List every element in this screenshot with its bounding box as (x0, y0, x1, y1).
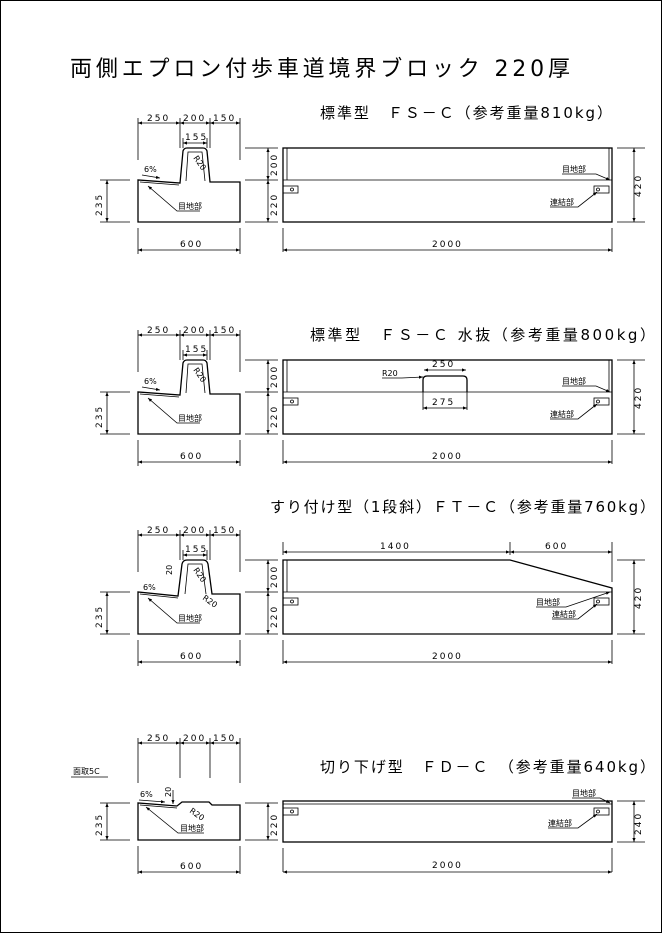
slope-label: 6% (140, 790, 153, 799)
section-standard-drain: 標準型 ＦＳ－Ｃ 水抜（参考重量800kg） 250 200 150 155 2… (95, 326, 655, 466)
dim-h-left: 235 (95, 193, 105, 216)
step-label: 20 (165, 565, 174, 575)
dim-notch-top: 250 (432, 360, 455, 370)
dim-length: 2000 (432, 452, 463, 462)
dim-length: 2000 (432, 861, 463, 871)
dim-w3: 150 (213, 734, 236, 744)
dim-taper: 600 (545, 542, 568, 552)
section-transition: すり付け型（1段斜）ＦＴ－Ｃ（参考重量760kg） 250 200 150 15… (95, 498, 655, 666)
dim-w3: 150 (213, 326, 236, 336)
section-subtitle: 切り下げ型 ＦＤ－Ｃ （参考重量640kg） (320, 758, 655, 776)
drawing-title: 両側エプロン付歩車道境界ブロック 220厚 (70, 57, 570, 82)
dim-w1: 250 (147, 326, 170, 336)
joint-label: 目地部 (536, 597, 560, 607)
dim-h-bot: 220 (270, 605, 280, 628)
step-label: 20 (164, 787, 173, 797)
block-profile (137, 559, 241, 635)
dim-width: 600 (180, 862, 203, 872)
connection-pocket-right (593, 185, 610, 194)
joint-label: 目地部 (178, 413, 202, 423)
dim-h-top: 200 (270, 565, 280, 588)
cross-section: 面取5C 250 200 150 235 220 600 6% 20 R20 目… (71, 734, 280, 874)
connection-pocket-left (282, 397, 299, 406)
dim-width: 600 (180, 240, 203, 250)
section-subtitle: すり付け型（1段斜）ＦＴ－Ｃ（参考重量760kg） (270, 498, 655, 516)
cross-section: 250 200 150 155 235 200 220 600 6% R20 目… (95, 114, 280, 254)
dim-width: 600 (180, 652, 203, 662)
dim-height: 420 (634, 586, 644, 609)
dim-h-left: 235 (95, 813, 105, 836)
block-profile (137, 359, 241, 435)
dim-length: 2000 (432, 240, 463, 250)
connection-label: 連結部 (548, 818, 572, 828)
section-lowered: 切り下げ型 ＦＤ－Ｃ （参考重量640kg） 面取5C 250 200 150 … (71, 734, 655, 874)
radius-label: R20 (191, 566, 207, 584)
dim-w2: 200 (183, 734, 206, 744)
dim-h-bot: 220 (270, 813, 280, 836)
block-profile (137, 147, 241, 223)
slope-label: 6% (144, 377, 157, 386)
joint-label: 目地部 (178, 201, 202, 211)
connection-label: 連結部 (550, 197, 574, 207)
connection-pocket-left (282, 597, 299, 606)
elevation-view: 250 275 R20 420 2000 目地部 連結部 (282, 359, 645, 464)
connection-label: 連結部 (550, 409, 574, 419)
connection-label: 連結部 (552, 609, 576, 619)
cross-section: 250 200 150 155 235 200 220 600 6% 20 R2… (95, 526, 280, 666)
dim-height: 420 (634, 174, 644, 197)
dim-width: 600 (180, 452, 203, 462)
chamfer-label: 面取5C (73, 767, 100, 776)
dim-h-bot: 220 (270, 405, 280, 428)
dim-height: 420 (634, 386, 644, 409)
section-standard: 標準型 ＦＳ－Ｃ（参考重量810kg） 250 200 150 155 235 … (95, 104, 645, 254)
dim-w1: 250 (147, 734, 170, 744)
notch-radius-label: R20 (382, 369, 398, 378)
dim-inner: 155 (185, 545, 208, 555)
dim-inner: 155 (185, 345, 208, 355)
radius-label: R20 (191, 366, 207, 384)
elevation-view: 1400 600 420 2000 目地部 連結部 (282, 542, 645, 664)
dim-w3: 150 (213, 526, 236, 536)
connection-pocket-right (593, 597, 610, 606)
dim-notch-bottom: 275 (432, 398, 455, 408)
dim-h-left: 235 (95, 405, 105, 428)
joint-label: 目地部 (180, 823, 204, 833)
joint-label: 目地部 (572, 788, 596, 798)
dim-length: 2000 (432, 652, 463, 662)
dim-w3: 150 (213, 114, 236, 124)
dim-w2: 200 (183, 114, 206, 124)
block-profile (137, 801, 241, 841)
elevation-view: 420 2000 目地部 連結部 (282, 147, 645, 252)
joint-label: 目地部 (562, 164, 586, 174)
dim-h-top: 200 (270, 153, 280, 176)
radius-label-lower: R20 (201, 593, 219, 609)
slope-label: 6% (144, 165, 157, 174)
dim-inner: 155 (185, 133, 208, 143)
dim-h-top: 200 (270, 365, 280, 388)
dim-w2: 200 (183, 326, 206, 336)
radius-label: R20 (188, 806, 206, 822)
section-subtitle: 標準型 ＦＳ－Ｃ 水抜（参考重量800kg） (310, 326, 655, 344)
radius-label: R20 (191, 154, 207, 172)
dim-w1: 250 (147, 526, 170, 536)
dim-w1: 250 (147, 114, 170, 124)
connection-pocket-left (282, 185, 299, 194)
slope-label: 6% (143, 583, 156, 592)
cross-section: 250 200 150 155 235 200 220 600 6% R20 目… (95, 326, 280, 466)
dim-h-left: 235 (95, 605, 105, 628)
drain-notch (422, 375, 468, 392)
joint-label: 目地部 (178, 613, 202, 623)
section-subtitle: 標準型 ＦＳ－Ｃ（参考重量810kg） (320, 104, 612, 122)
dim-height: 240 (634, 812, 644, 835)
dim-flat: 1400 (380, 542, 411, 552)
dim-w2: 200 (183, 526, 206, 536)
elevation-view: 240 2000 目地部 連結部 (282, 788, 645, 874)
connection-pocket-right (593, 397, 610, 406)
connection-pocket-right (593, 807, 610, 816)
connection-pocket-left (282, 807, 299, 816)
dim-h-bot: 220 (270, 193, 280, 216)
joint-label: 目地部 (562, 376, 586, 386)
